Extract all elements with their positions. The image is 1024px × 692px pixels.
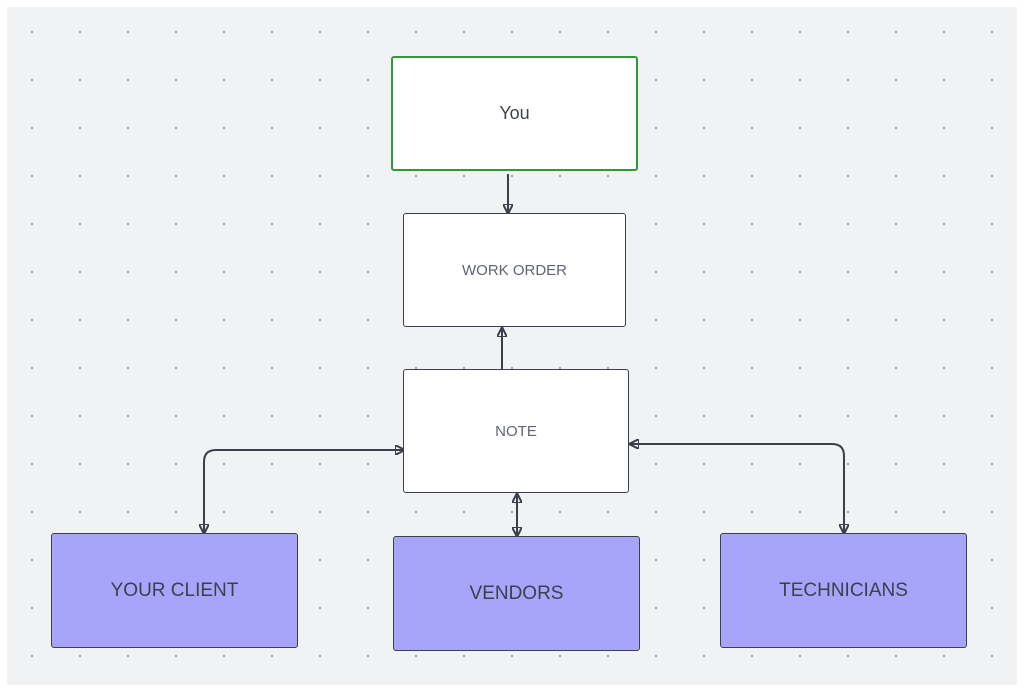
node-technicians[interactable]: TECHNICIANS: [720, 533, 967, 648]
node-you[interactable]: You: [391, 56, 638, 171]
node-vendors[interactable]: VENDORS: [393, 536, 640, 651]
node-work-order[interactable]: WORK ORDER: [403, 213, 626, 327]
node-note[interactable]: NOTE: [403, 369, 629, 493]
node-your-client[interactable]: YOUR CLIENT: [51, 533, 298, 648]
